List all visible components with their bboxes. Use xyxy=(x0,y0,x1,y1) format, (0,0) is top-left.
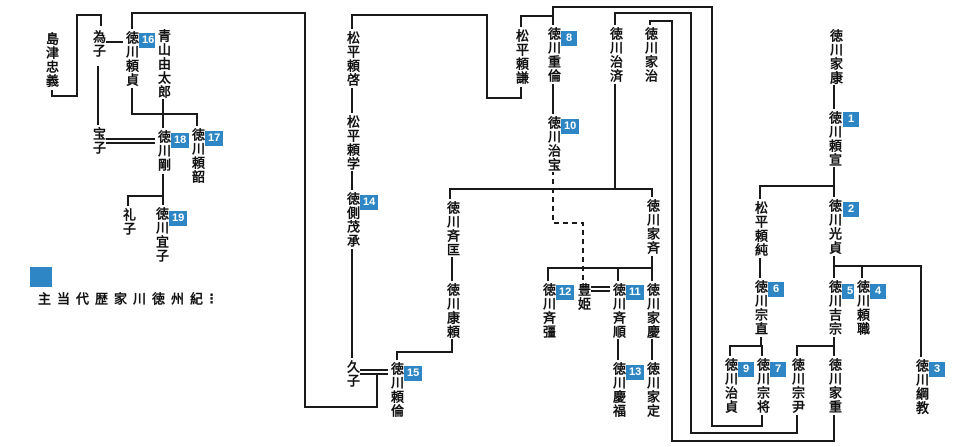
succession-badge-7: 7 xyxy=(770,362,786,377)
succession-badge-1: 1 xyxy=(843,112,859,127)
edge-munenao-children xyxy=(729,337,763,356)
person-tokugawa-yorimoto: 徳川頼職 xyxy=(854,280,870,336)
succession-badge-6: 6 xyxy=(768,282,784,297)
succession-badge-11: 11 xyxy=(626,285,644,300)
edge-munetada-to-harusada-h xyxy=(614,12,798,434)
person-tokugawa-munenobu: 徳川宗将 xyxy=(754,358,770,414)
person-tokugawa-harutomi: 徳川治宝 xyxy=(545,116,561,172)
person-tokugawa-munenao: 徳川宗直 xyxy=(752,280,768,336)
succession-badge-17: 17 xyxy=(205,131,224,146)
person-tokugawa-harusada-hitotsubashi: 徳川治済 xyxy=(607,27,623,83)
edge-ieshige-to-ieharu xyxy=(649,20,835,442)
person-tokugawa-yoshitomi: 徳川慶福 xyxy=(610,362,626,418)
person-tokugawa-ienari: 徳川家斉 xyxy=(644,199,660,255)
succession-badge-12: 12 xyxy=(556,285,575,300)
edge-harusada-h-to-narimasa-ienari xyxy=(449,84,653,199)
person-tokugawa-harusada: 徳川治貞 xyxy=(722,358,738,414)
person-tokugawa-yasuyori: 徳川康頼 xyxy=(444,283,460,339)
person-tokugawa-nariyuki: 徳川斉順 xyxy=(610,283,626,339)
legend-label: ⋮紀州徳川家歴代当主 xyxy=(36,292,220,308)
person-hisako: 久子 xyxy=(344,360,360,388)
succession-badge-18: 18 xyxy=(171,133,190,148)
legend-badge-swatch xyxy=(30,267,52,287)
person-tokugawa-iesada: 徳川家定 xyxy=(644,362,660,418)
succession-badge-15: 15 xyxy=(404,366,423,381)
person-tokugawa-tsuyoshi: 徳川剛 xyxy=(155,130,171,172)
person-matsudaira-yorihiro: 松平頼啓 xyxy=(344,31,360,87)
person-tokugawa-yoriteru: 徳川頼韶 xyxy=(189,128,205,184)
person-tokugawa-narikatsu: 徳川斉彊 xyxy=(540,283,556,339)
person-matsudaira-yorisato: 松平頼学 xyxy=(344,115,360,171)
person-tokugawa-tsunanori: 徳川綱教 xyxy=(913,359,929,415)
succession-badge-8: 8 xyxy=(561,31,577,46)
person-tokugawa-yorinobu: 徳川頼宣 xyxy=(826,111,842,167)
person-tokugawa-munetada: 徳川宗尹 xyxy=(789,358,805,414)
edge-hisako-yoritomo-marriage xyxy=(359,369,389,375)
person-tokugawa-shigenori: 徳川重倫 xyxy=(545,27,561,83)
edge-shimazu-to-tameko xyxy=(51,14,102,97)
edge-yorisada-children-bar xyxy=(131,88,198,126)
person-tokugawa-ieyoshi: 徳川家慶 xyxy=(644,283,660,339)
edge-harutomi-to-toyohime xyxy=(552,170,584,281)
edge-tsuyoshi-to-reiko-yoshiko xyxy=(127,174,164,206)
succession-badge-3: 3 xyxy=(929,362,945,377)
edge-yasuyori-to-yoritomo xyxy=(396,337,453,360)
succession-badge-2: 2 xyxy=(843,202,859,217)
person-tokugawa-ieshige: 徳川家重 xyxy=(826,358,842,414)
succession-badge-16: 16 xyxy=(139,33,158,48)
edge-ienari-children xyxy=(547,256,653,281)
person-tokugawa-yoshiko: 徳川宜子 xyxy=(153,207,169,263)
person-matsudaira-yorizumi: 松平頼純 xyxy=(752,201,768,257)
edge-takarako-tsuyoshi-marriage xyxy=(105,138,155,144)
succession-badge-14: 14 xyxy=(360,195,379,210)
person-shimazu-tadayoshi: 島津忠義 xyxy=(43,32,59,88)
person-tokugawa-narimasa: 徳川斉匡 xyxy=(444,201,460,257)
person-tokugawa-yoshimune: 徳川吉宗 xyxy=(826,280,842,336)
person-reiko: 礼子 xyxy=(120,208,136,236)
edge-toyohime-nariyuki-marriage xyxy=(590,286,611,292)
edge-munenobu-to-shigenori xyxy=(552,6,763,427)
succession-badge-10: 10 xyxy=(561,119,580,134)
person-tokugawa-mochitsugu: 徳側茂承 xyxy=(344,192,360,248)
person-matsudaira-yorikane: 松平頼謙 xyxy=(513,29,529,85)
succession-badge-13: 13 xyxy=(626,365,645,380)
person-tokugawa-ieharu: 徳川家治 xyxy=(642,27,658,83)
succession-badge-9: 9 xyxy=(738,362,754,377)
person-tokugawa-mitsusada: 徳川光貞 xyxy=(826,199,842,255)
edge-mitsusada-children xyxy=(833,256,922,357)
person-aoyama-yutaro: 青山由太郎 xyxy=(155,29,171,99)
person-toyohime: 豊姫 xyxy=(575,283,591,311)
succession-badge-19: 19 xyxy=(169,211,188,226)
person-takarako: 宝子 xyxy=(90,127,106,155)
succession-badge-4: 4 xyxy=(870,284,886,299)
edge-yorinobu-children xyxy=(759,166,835,199)
person-tokugawa-yorisada: 徳川頼貞 xyxy=(123,31,139,87)
edge-yoshimune-children xyxy=(796,337,835,356)
edge-yoritomo-couple-to-yorisada xyxy=(131,12,378,408)
edge-yorikane-to-yorihiro xyxy=(351,14,522,99)
person-tokugawa-yoritomo: 徳川頼倫 xyxy=(388,362,404,418)
person-tameko: 為子 xyxy=(90,30,106,58)
person-tokugawa-ieyasu: 徳川家康 xyxy=(827,29,843,85)
edge-branch-to-yorikane xyxy=(520,15,553,27)
